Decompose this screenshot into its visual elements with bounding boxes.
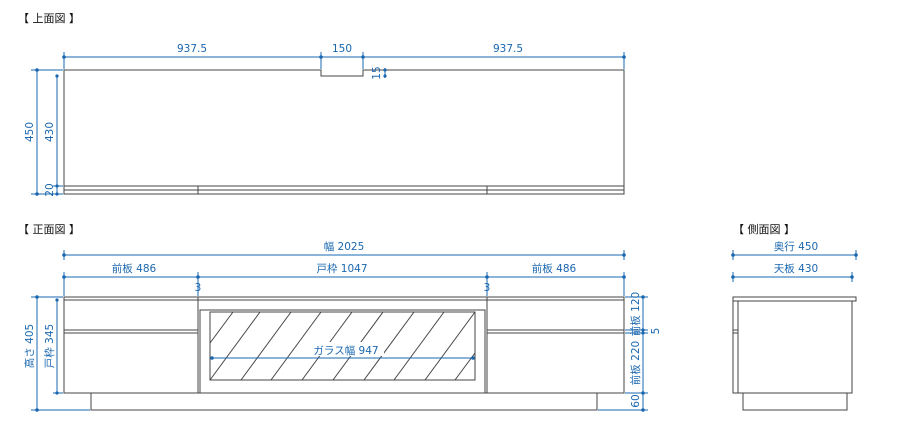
dim-side-depth: 奥行 450 <box>774 240 818 253</box>
dim-inner-depth: 430 <box>44 122 56 142</box>
dim-plinth: 60 <box>630 394 642 407</box>
top-view-title: 【 上面図 】 <box>18 12 80 25</box>
dim-front-top: 前板 120 <box>629 292 642 336</box>
front-view-title: 【 正面図 】 <box>18 223 80 236</box>
side-view: 【 側面図 】 奥行 450 天板 430 <box>731 223 858 411</box>
dim-gap-mid: 5 <box>650 328 662 335</box>
top-view: 【 上面図 】 937.5 150 937.5 15 450 <box>18 12 626 197</box>
glass-panel <box>209 311 476 381</box>
dim-gap-left: 3 <box>195 282 202 294</box>
dim-total-depth: 450 <box>24 122 36 142</box>
front-view: 【 正面図 】 幅 2025 前板 486 戸枠 1047 前板 486 3 3 <box>18 223 662 412</box>
dim-right-width: 937.5 <box>493 43 523 55</box>
dim-glass-width: ガラス幅 947 <box>313 344 378 357</box>
door-frame <box>199 309 486 394</box>
dim-gap-right: 3 <box>484 282 491 294</box>
top-view-outline <box>63 69 625 195</box>
dim-left-panel: 前板 486 <box>112 262 157 275</box>
dim-total-width: 幅 2025 <box>324 240 365 253</box>
dim-notch-width: 150 <box>332 43 352 55</box>
dim-height: 高さ 405 <box>23 324 36 368</box>
side-view-title: 【 側面図 】 <box>733 223 795 236</box>
glass-hatching <box>209 311 476 381</box>
dim-front-thickness: 20 <box>44 183 56 196</box>
dim-side-top-depth: 天板 430 <box>774 262 818 275</box>
dim-front-bottom: 前板 220 <box>629 341 642 385</box>
plinth <box>90 392 598 411</box>
dim-left-width: 937.5 <box>177 43 207 55</box>
dim-right-panel: 前板 486 <box>532 262 577 275</box>
dim-frame-height: 戸枠 345 <box>43 324 56 368</box>
dim-notch-depth: 15 <box>371 66 383 79</box>
dim-door-frame: 戸枠 1047 <box>316 262 367 275</box>
